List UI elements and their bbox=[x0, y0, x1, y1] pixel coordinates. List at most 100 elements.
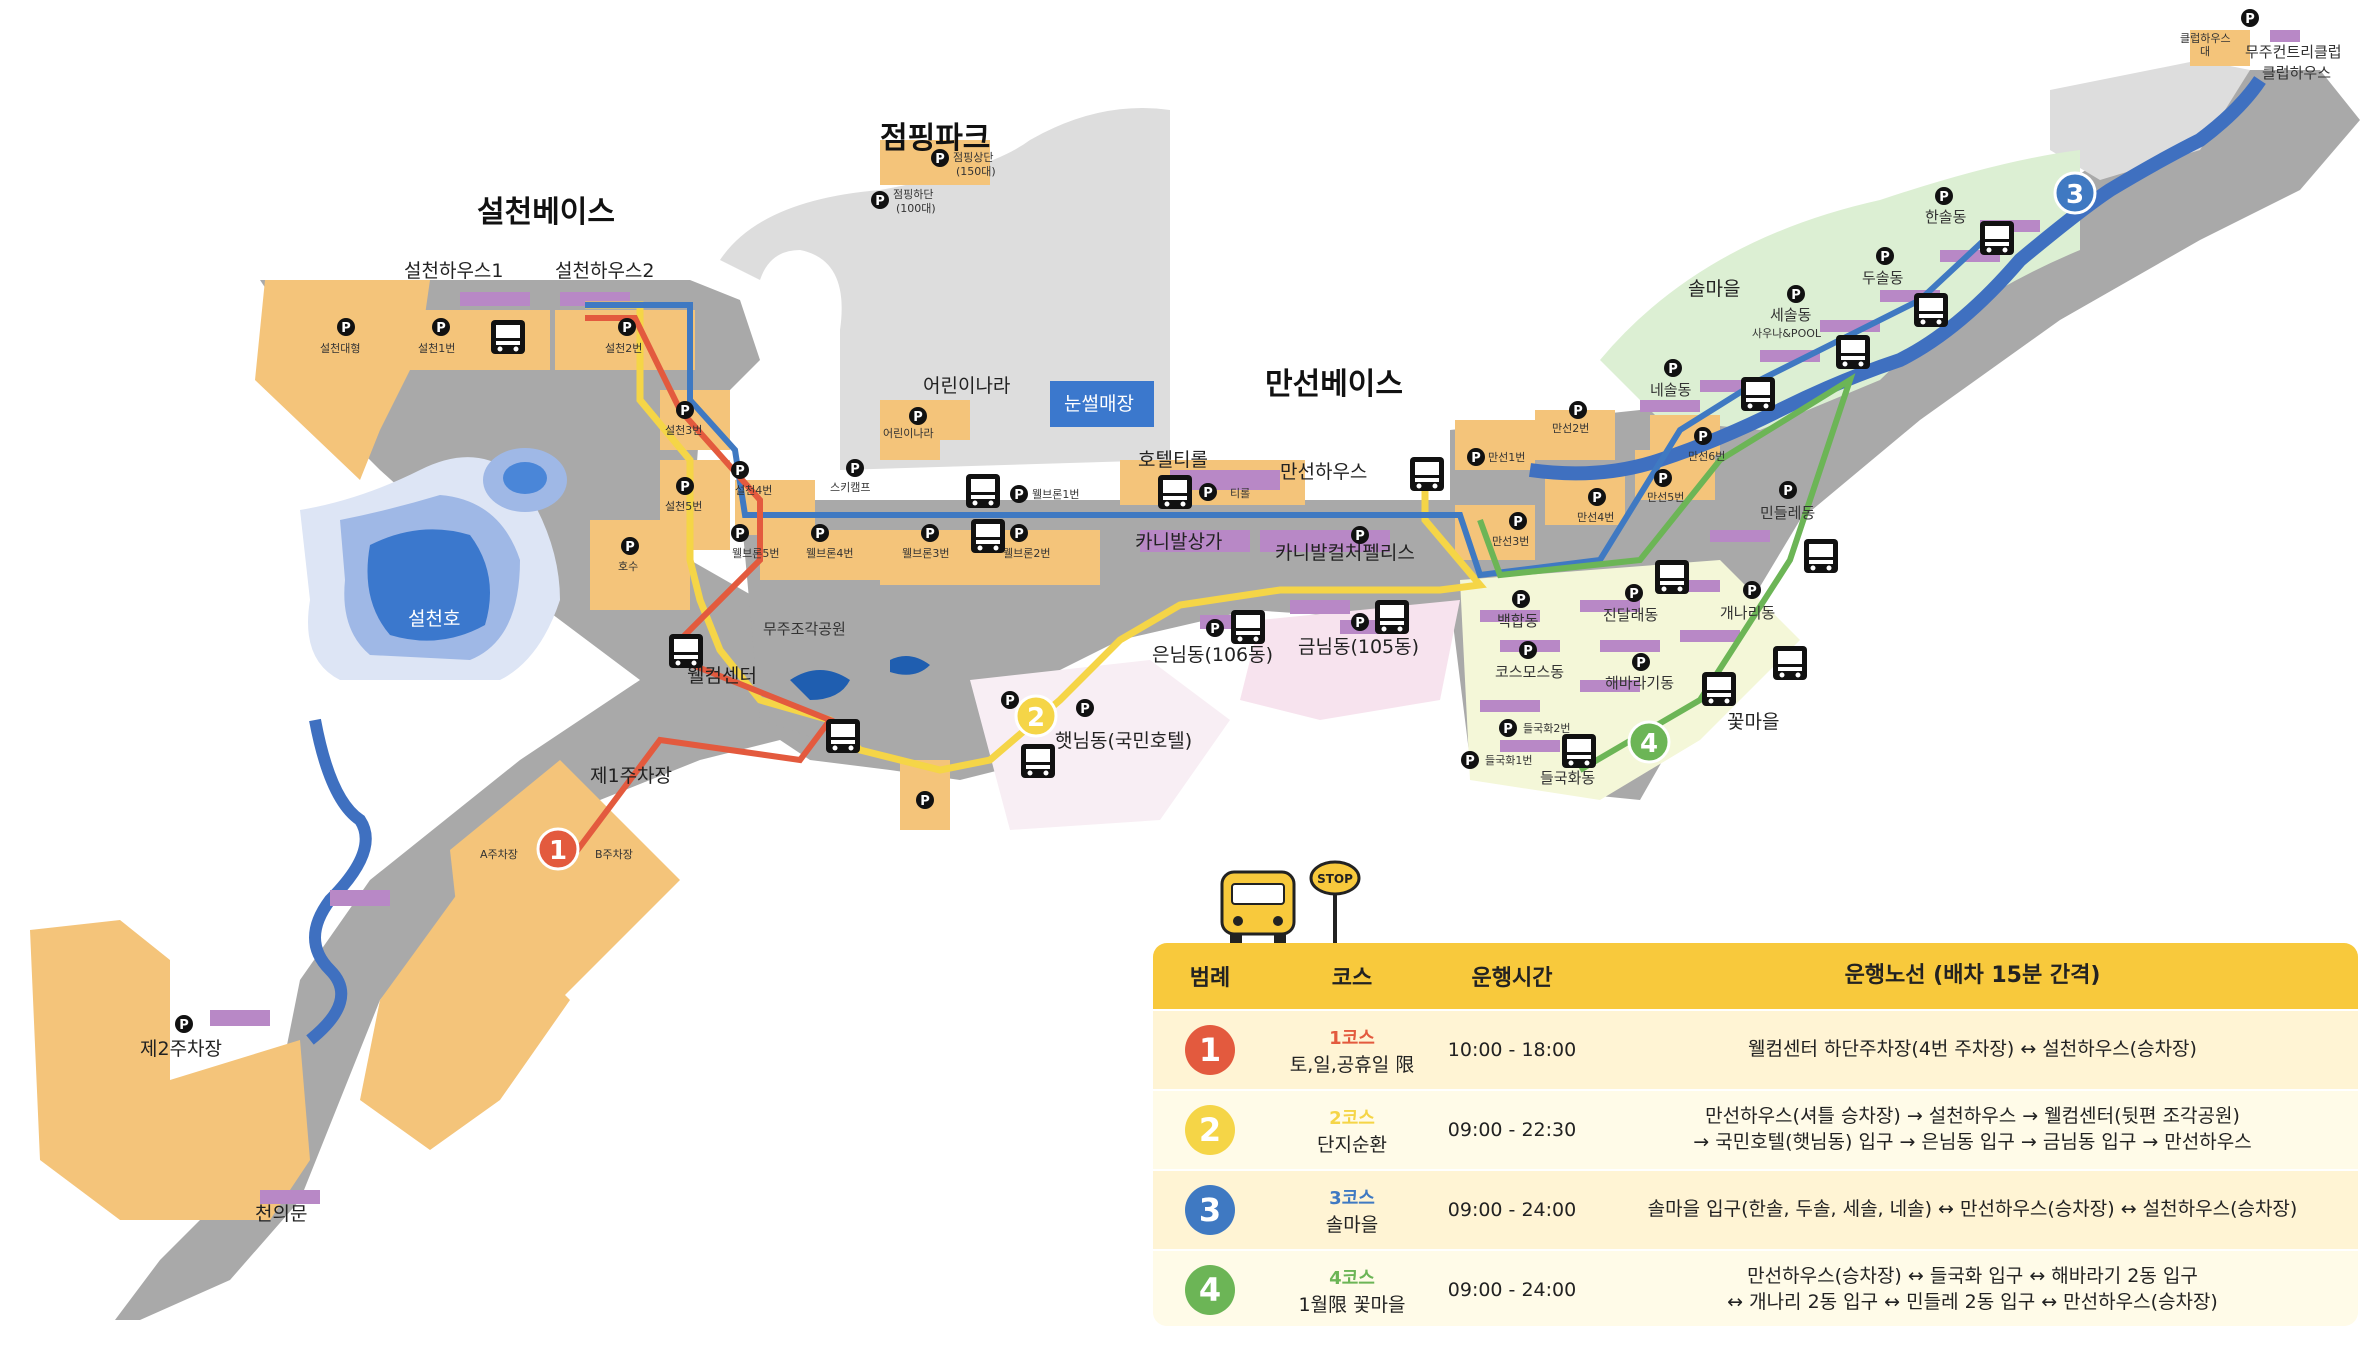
route-line: → 국민호텔(햇님동) 입구 → 은님동 입구 → 금님동 입구 → 만선하우스 bbox=[1693, 1131, 2252, 1153]
bus-stop-icon bbox=[491, 320, 525, 354]
label-manseon-house: 만선하우스 bbox=[1280, 461, 1367, 483]
course3-route bbox=[585, 227, 1998, 579]
p-wel4: 웰브론4번 bbox=[806, 547, 853, 560]
p-seolcheon2: 설천2번 bbox=[605, 341, 642, 355]
label-nesol: 네솔동 bbox=[1650, 381, 1692, 399]
place-labels: 설천하우스1 설천하우스2 어린이나라 눈썰매장 호텔티롤 만선하우스 카니발상… bbox=[140, 43, 2342, 1225]
parking-areas bbox=[30, 30, 2250, 1220]
label-sculpture: 무주조각공원 bbox=[763, 620, 846, 638]
svg-text:2: 2 bbox=[1027, 703, 1045, 733]
bus-stop-icon bbox=[1773, 646, 1807, 680]
p-wel1: 웰브론1번 bbox=[1032, 488, 1079, 501]
bus-stop-icon bbox=[971, 519, 1005, 553]
p-seolcheon5: 설천5번 bbox=[665, 499, 702, 513]
course-badge: 4 bbox=[1185, 1265, 1235, 1315]
jumping-park-title: 점핑파크 bbox=[880, 121, 990, 156]
legend-header: 범례 코스 운행시간 운행노선 (배차 15분 간격) bbox=[1153, 943, 2358, 1009]
label-carnival: 카니발상가 bbox=[1135, 531, 1222, 553]
svg-text:1: 1 bbox=[549, 836, 567, 866]
legend-time: 09:00 - 22:30 bbox=[1447, 1119, 1577, 1141]
legend-symbol: 3 bbox=[1153, 1185, 1267, 1235]
route-line: 솔마을 입구(한솔, 두솔, 세솔, 네솔) ↔ 만선하우스(승차장) ↔ 설천… bbox=[1647, 1198, 2298, 1221]
bus-stop-icon bbox=[1836, 335, 1870, 369]
label-kids: 어린이나라 bbox=[923, 375, 1010, 397]
bus-stop-icon bbox=[669, 634, 703, 668]
label-lot-a: A주차장 bbox=[480, 848, 518, 861]
label-carnival-palace: 카니발컬처펠리스 bbox=[1275, 542, 1415, 564]
p-seolcheon3: 설천3번 bbox=[665, 423, 702, 437]
course-marker-4: 4 bbox=[1627, 720, 1671, 764]
label-jindallae: 진달래동 bbox=[1603, 606, 1658, 624]
label-sesol: 세솔동 bbox=[1770, 306, 1812, 324]
legend-symbol: 4 bbox=[1153, 1265, 1267, 1315]
p-gukhwa1: 들국화1번 bbox=[1485, 754, 1532, 767]
course-badge: 1 bbox=[1185, 1025, 1235, 1075]
legend-symbol: 2 bbox=[1153, 1105, 1267, 1155]
p-club-a: 클럽하우스 bbox=[2180, 31, 2231, 45]
p-manseon2: 만선2번 bbox=[1552, 422, 1589, 435]
label-mindle: 민들레동 bbox=[1760, 504, 1815, 522]
p-jumping-top-a: 점핑상단 bbox=[953, 151, 993, 164]
svg-text:4: 4 bbox=[1640, 729, 1658, 759]
p-jumping-top-b: (150대) bbox=[956, 165, 996, 178]
label-sauna: 사우나&POOL bbox=[1752, 327, 1822, 340]
p-jumping-bottom-b: (100대) bbox=[896, 202, 936, 215]
label-country: 무주컨트리클럽 bbox=[2245, 43, 2342, 61]
legend-route: 웰컴센터 하단주차장(4번 주차장) ↔ 설천하우스(승차장) bbox=[1587, 1037, 2358, 1063]
label-dusol: 두솔동 bbox=[1862, 269, 1904, 287]
label-hansol: 한솔동 bbox=[1925, 208, 1967, 226]
legend-route: 솔마을 입구(한솔, 두솔, 세솔, 네솔) ↔ 만선하우스(승차장) ↔ 설천… bbox=[1587, 1197, 2358, 1223]
p-club-b: 대 bbox=[2200, 45, 2210, 58]
label-clubhouse: 클럽하우스 bbox=[2262, 64, 2331, 82]
p-manseon3: 만선3번 bbox=[1492, 535, 1529, 548]
svg-text:STOP: STOP bbox=[1317, 872, 1353, 886]
label-cosmos: 코스모스동 bbox=[1495, 663, 1564, 681]
label-deulgukhwa: 들국화동 bbox=[1540, 769, 1595, 787]
label-kkotmaeul: 꽃마을 bbox=[1727, 711, 1779, 733]
label-haetnim: 햇님동(국민호텔) bbox=[1055, 730, 1192, 752]
bus-stop-icon bbox=[1655, 560, 1689, 594]
p-manseon6: 만선6번 bbox=[1688, 450, 1725, 463]
course-name: 2코스 bbox=[1329, 1107, 1375, 1129]
parking-markers: 설천대형 설천1번 설천2번 설천3번 설천4번 설천5번 호수 스키캠프 점핑… bbox=[175, 9, 2259, 1033]
bus-stop-icon bbox=[1562, 734, 1596, 768]
bus-stop-icon bbox=[1980, 221, 2014, 255]
label-welcome: 웰컴센터 bbox=[687, 665, 757, 687]
course2-route bbox=[585, 301, 1487, 774]
p-wel5: 웰브론5번 bbox=[732, 547, 779, 560]
p-seolcheon-daehyeong: 설천대형 bbox=[320, 341, 360, 355]
bus-stop-icon bbox=[1375, 600, 1409, 634]
label-baekhap: 백합동 bbox=[1497, 612, 1539, 630]
label-lake: 설천호 bbox=[408, 608, 460, 630]
p-ski-camp: 스키캠프 bbox=[830, 481, 870, 494]
course-marker-1: 1 bbox=[536, 827, 580, 871]
course-name: 3코스 bbox=[1329, 1187, 1375, 1209]
p-wel3: 웰브론3번 bbox=[902, 547, 949, 560]
course-name: 1코스 bbox=[1329, 1027, 1375, 1049]
bus-stop-icon bbox=[966, 474, 1000, 508]
route-line: 만선하우스(승차장) ↔ 들국화 입구 ↔ 해바라기 2동 입구 bbox=[1747, 1265, 2198, 1288]
bus-stop-icon bbox=[1741, 377, 1775, 411]
route-line: 웰컴센터 하단주차장(4번 주차장) ↔ 설천하우스(승차장) bbox=[1748, 1038, 2197, 1061]
p-manseon5: 만선5번 bbox=[1647, 491, 1684, 504]
p-seolcheon1: 설천1번 bbox=[418, 341, 455, 355]
bus-stop-icon bbox=[1702, 672, 1736, 706]
p-wel2: 웰브론2번 bbox=[1003, 547, 1050, 560]
legend-header-course: 코스 bbox=[1331, 966, 1373, 991]
bus-stop-icon bbox=[1021, 744, 1055, 778]
legend-route: 만선하우스(승차장) ↔ 들국화 입구 ↔ 해바라기 2동 입구↔ 개나리 2동… bbox=[1587, 1264, 2358, 1315]
seolcheon-base-title: 설천베이스 bbox=[477, 195, 615, 230]
course-badge: 2 bbox=[1185, 1105, 1235, 1155]
bus-stop-icon bbox=[1804, 539, 1838, 573]
label-eunnim: 은님동(106동) bbox=[1152, 644, 1273, 666]
course-marker-2: 2 bbox=[1014, 694, 1058, 738]
legend-time: 09:00 - 24:00 bbox=[1447, 1199, 1577, 1221]
bus-stop-icon bbox=[1914, 293, 1948, 327]
p-hosu: 호수 bbox=[618, 560, 638, 573]
